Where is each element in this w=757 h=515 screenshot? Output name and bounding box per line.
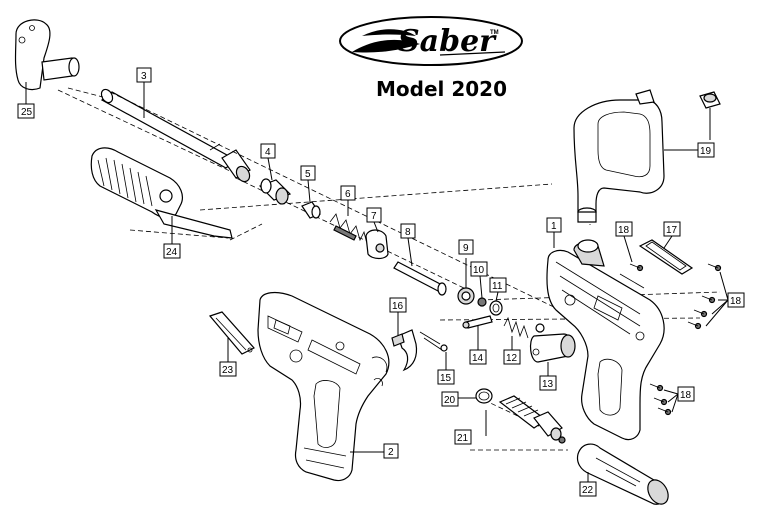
part-11-o-ring <box>489 300 503 316</box>
callout-22: 22 <box>579 481 597 497</box>
part-23-grip-panel <box>208 311 255 355</box>
svg-text:14: 14 <box>472 353 484 364</box>
callout-14: 14 <box>469 349 487 365</box>
part-9-nut <box>457 287 475 305</box>
callout-8: 8 <box>400 223 416 239</box>
svg-text:21: 21 <box>457 433 469 444</box>
svg-text:25: 25 <box>21 107 33 118</box>
callout-3: 3 <box>136 67 152 83</box>
trademark-mark: TM <box>490 30 499 36</box>
part-1-body-right <box>546 239 665 441</box>
svg-text:10: 10 <box>473 265 485 276</box>
callout-20: 20 <box>441 391 459 407</box>
svg-text:20: 20 <box>444 395 456 406</box>
svg-text:9: 9 <box>463 243 469 254</box>
part-14-pin <box>462 315 493 329</box>
svg-text:15: 15 <box>440 373 452 384</box>
svg-text:1: 1 <box>551 221 557 232</box>
callout-24: 24 <box>163 243 181 259</box>
callout-15: 15 <box>437 369 455 385</box>
svg-text:8: 8 <box>405 227 411 238</box>
part-5-spacer <box>301 201 321 219</box>
callout-18-right: 18 <box>727 292 745 308</box>
svg-text:6: 6 <box>345 189 351 200</box>
callout-2: 2 <box>383 443 399 459</box>
part-20-o-ring <box>475 388 493 404</box>
callout-16: 16 <box>389 297 407 313</box>
part-10-washer <box>477 297 487 307</box>
part-18-screws <box>629 263 722 416</box>
part-4-bushing <box>258 178 292 205</box>
part-13-valve-body <box>529 323 576 363</box>
callout-1: 1 <box>546 217 562 233</box>
part-7-sear-block <box>365 229 389 260</box>
svg-text:4: 4 <box>265 147 271 158</box>
svg-text:18: 18 <box>618 225 630 236</box>
swoosh-icon <box>352 39 420 53</box>
callout-6: 6 <box>340 185 356 201</box>
callout-5: 5 <box>300 165 316 181</box>
svg-text:18: 18 <box>680 390 692 401</box>
callout-11: 11 <box>489 277 507 293</box>
part-19-tank-valve <box>699 91 721 109</box>
callout-12: 12 <box>503 349 521 365</box>
part-2-body-left <box>257 291 390 482</box>
swoosh-top-icon <box>362 29 416 36</box>
part-25-cocking-knob <box>14 19 80 91</box>
callout-21: 21 <box>454 429 472 445</box>
svg-text:16: 16 <box>392 301 404 312</box>
callout-7: 7 <box>366 207 382 223</box>
callout-19: 19 <box>697 142 715 158</box>
callout-18-bottom: 18 <box>677 386 695 402</box>
svg-text:24: 24 <box>166 247 178 258</box>
part-21-adapter <box>498 395 566 444</box>
model-title: Model 2020 <box>376 77 507 101</box>
part-24-foregrip <box>90 147 233 239</box>
part-22-shroud <box>576 443 669 505</box>
part-6-spring <box>329 213 367 242</box>
svg-text:17: 17 <box>666 225 678 236</box>
part-3-barrel-tube <box>100 88 251 183</box>
svg-text:18: 18 <box>730 296 742 307</box>
callout-13: 13 <box>539 375 557 391</box>
logo-underline <box>439 51 506 56</box>
callout-4: 4 <box>260 143 276 159</box>
svg-text:19: 19 <box>700 146 712 157</box>
svg-text:12: 12 <box>506 353 518 364</box>
part-16-trigger <box>391 329 418 372</box>
part-15-trigger-pin <box>419 331 448 352</box>
svg-text:22: 22 <box>582 485 594 496</box>
svg-text:7: 7 <box>371 211 377 222</box>
part-8-valve-pin <box>393 261 447 296</box>
brand-name: Saber <box>398 24 497 59</box>
svg-text:3: 3 <box>141 71 147 82</box>
part-17-cover-plate <box>638 239 694 275</box>
svg-text:5: 5 <box>305 169 311 180</box>
svg-text:13: 13 <box>542 379 554 390</box>
callout-23: 23 <box>219 361 237 377</box>
svg-text:11: 11 <box>492 281 503 292</box>
brand-logo: Saber TM <box>339 16 523 66</box>
part-19-air-tank <box>573 89 665 223</box>
callout-9: 9 <box>458 239 474 255</box>
callout-25: 25 <box>17 103 35 119</box>
svg-text:2: 2 <box>388 447 394 458</box>
part-12-spring <box>503 316 529 339</box>
callout-18-top: 18 <box>615 221 633 237</box>
callout-17: 17 <box>663 221 681 237</box>
callout-10: 10 <box>470 261 488 277</box>
svg-text:23: 23 <box>222 365 234 376</box>
